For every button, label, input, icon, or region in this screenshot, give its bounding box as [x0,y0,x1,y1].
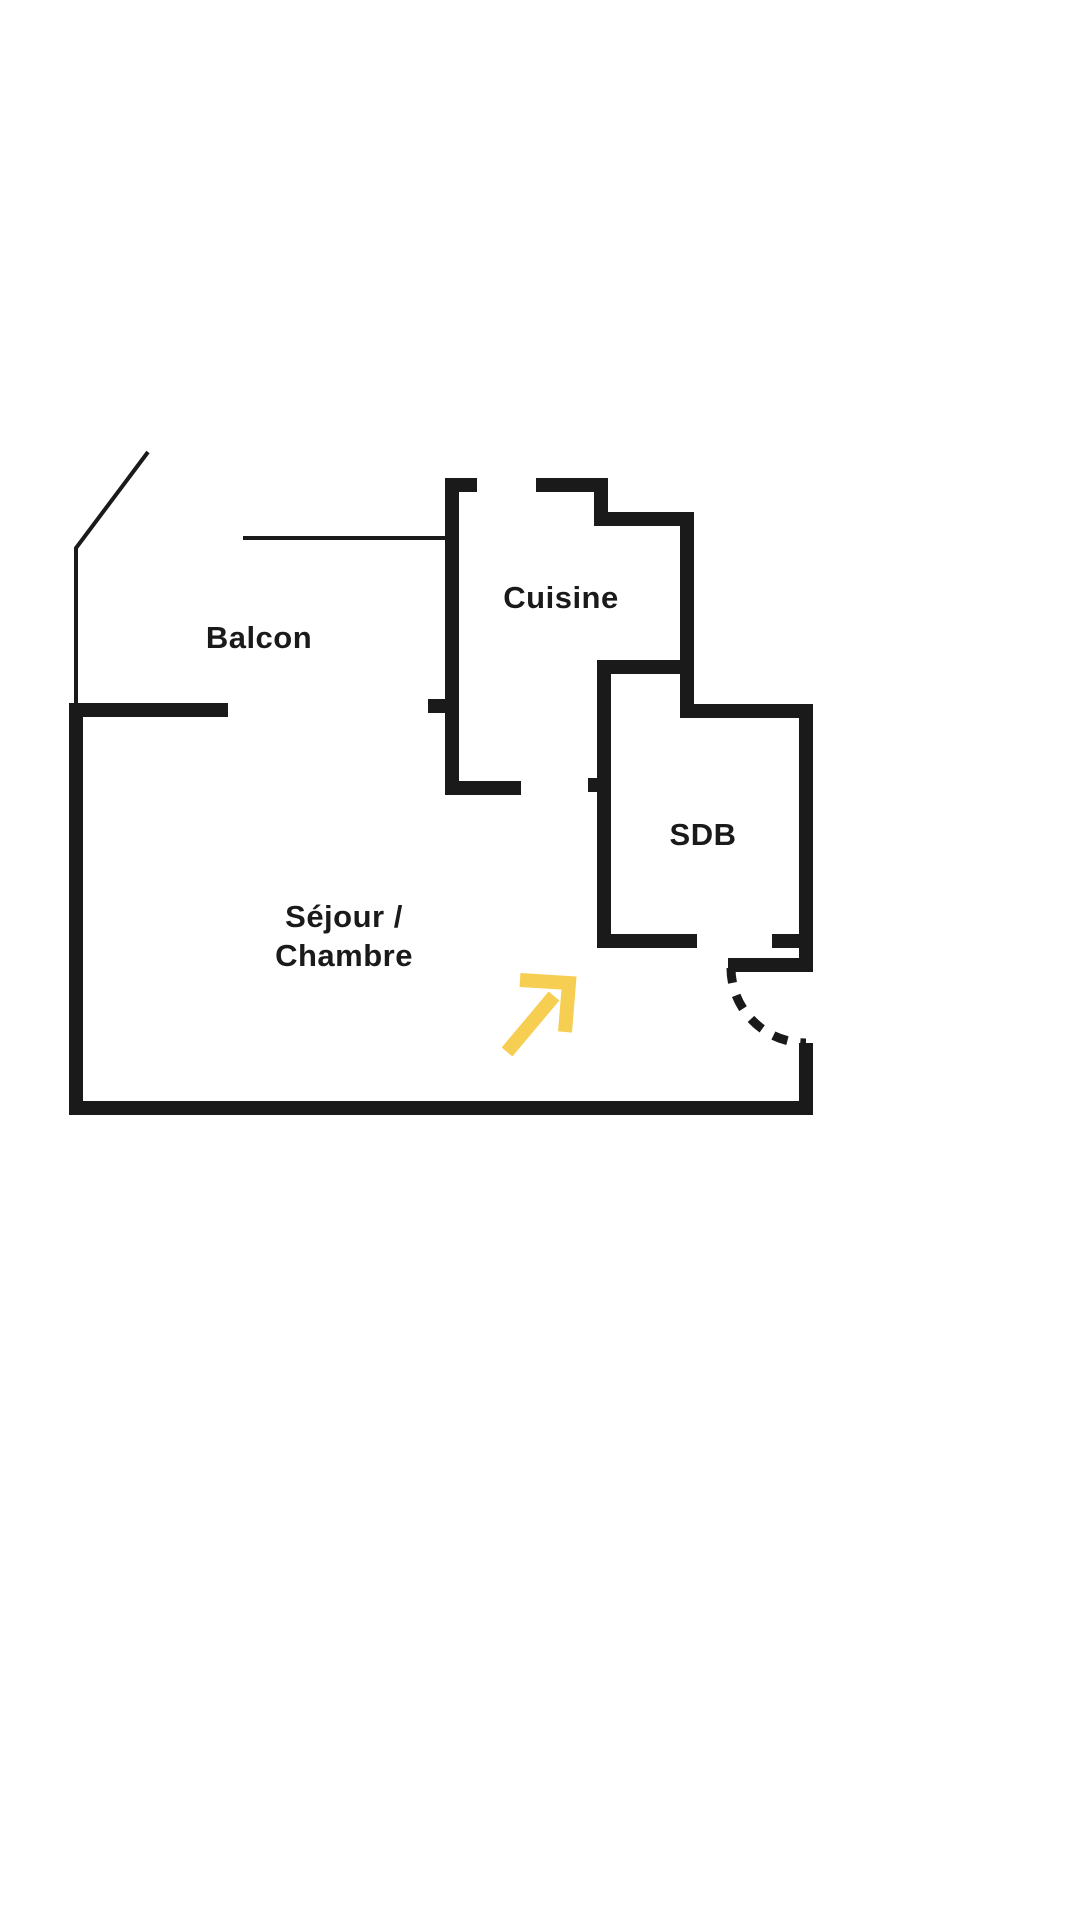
kitchen-right-wall [536,478,813,965]
walls [69,478,813,1115]
room-label-balcon: Balcon [206,620,312,655]
entrance-arrow-shaft [501,991,560,1057]
sdb-walls [597,660,697,948]
room-label-cuisine: Cuisine [503,580,618,615]
kitchen-left-wall [445,478,521,795]
balcony-walls [74,450,445,710]
balcony-diagonal-wall [74,450,150,710]
room-label-sejour-line1: Séjour / [285,899,403,934]
room-label-sejour-line2: Chambre [275,938,413,973]
outer-walls [69,703,813,1115]
entrance-arrow [501,973,577,1057]
entrance-arrow-head [519,973,577,1033]
room-label-sdb: SDB [670,817,737,852]
door-swing-arc [726,967,807,1048]
